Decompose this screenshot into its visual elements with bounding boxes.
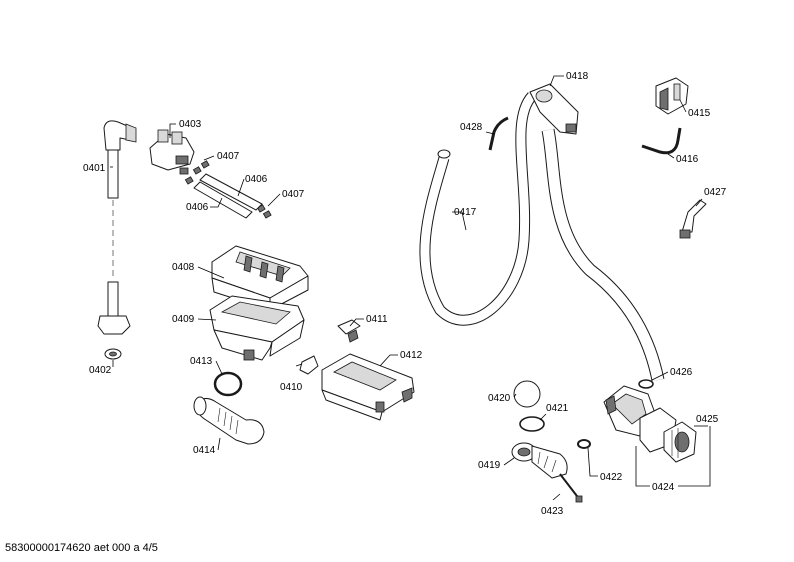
leader-0424a <box>635 446 650 487</box>
pump-filter-part <box>663 421 697 463</box>
ring-small-part <box>638 379 654 389</box>
part-label-0427: 0427 <box>704 187 727 198</box>
screw-part <box>559 473 583 503</box>
leader-0413 <box>215 360 223 375</box>
leader-0411 <box>349 318 364 327</box>
pressure-switch-part <box>655 77 689 115</box>
part-label-0411: 0411 <box>366 314 388 325</box>
part-label-0406a: 0406 <box>245 174 268 185</box>
bellows-hose-part <box>193 396 265 445</box>
leader-0417 <box>452 211 467 231</box>
gasket-ring-part <box>213 371 243 397</box>
small-hose-part <box>488 116 509 151</box>
hose-clamp-part <box>519 416 545 432</box>
document-id: 58300000174620 aet 000 a 4/5 <box>5 542 158 554</box>
part-label-0413: 0413 <box>190 356 213 367</box>
pressure-hose-part <box>641 127 682 155</box>
part-labels: 0401 0402 0403 0407 0406 0406 0407 0408 … <box>83 71 727 517</box>
part-label-0402: 0402 <box>89 365 112 376</box>
clamp-small-part <box>577 439 591 449</box>
part-label-0407a: 0407 <box>217 151 240 162</box>
lever-part <box>337 319 361 343</box>
siphon-insert-part <box>321 353 415 421</box>
part-label-0414: 0414 <box>193 445 216 456</box>
leader-0403 <box>169 123 176 138</box>
leader-0408 <box>197 266 225 279</box>
leader-0428 <box>485 131 495 135</box>
part-label-0420: 0420 <box>488 393 511 404</box>
leader-0415 <box>679 99 687 113</box>
part-label-0424: 0424 <box>652 482 675 493</box>
drain-hose-part <box>419 92 665 382</box>
clip-part <box>299 355 319 375</box>
part-label-0423: 0423 <box>541 506 564 517</box>
leader-0423 <box>552 493 561 501</box>
leader-0419 <box>503 457 515 466</box>
leader-0418 <box>549 75 564 87</box>
leader-0422 <box>587 447 598 477</box>
part-label-0409: 0409 <box>172 314 195 325</box>
leader-0407a <box>203 155 215 161</box>
leader-0421 <box>539 413 547 421</box>
part-label-0428: 0428 <box>460 122 483 133</box>
leader-0407b <box>267 193 281 207</box>
leader-0412 <box>379 354 398 367</box>
part-label-0410: 0410 <box>280 382 303 393</box>
hose-washer-part <box>104 348 122 360</box>
leader-lines <box>110 75 711 501</box>
leader-0406b <box>210 197 223 208</box>
part-label-0401: 0401 <box>83 163 106 174</box>
leader-0416 <box>667 153 675 159</box>
inlet-hose-part <box>97 120 137 335</box>
dispenser-housing-part <box>209 295 305 361</box>
part-label-0408: 0408 <box>172 262 195 273</box>
part-label-0416: 0416 <box>676 154 699 165</box>
leader-0427 <box>695 198 703 207</box>
short-hose-part <box>193 173 263 219</box>
part-label-0418: 0418 <box>566 71 589 82</box>
part-label-0415: 0415 <box>688 108 711 119</box>
inlet-valve-part <box>149 129 195 175</box>
pump-connector-part <box>511 442 568 479</box>
part-label-0421: 0421 <box>546 403 569 414</box>
leader-0414 <box>217 437 221 451</box>
leader-0410 <box>295 363 303 367</box>
leader-0424b <box>678 426 711 487</box>
cap-disc-part <box>513 380 541 408</box>
part-label-0417: 0417 <box>454 207 477 218</box>
tub-connector-part <box>529 83 579 135</box>
bracket-part <box>679 199 707 239</box>
leader-0409 <box>197 318 217 321</box>
part-label-0403: 0403 <box>179 119 202 130</box>
part-label-0407b: 0407 <box>282 189 305 200</box>
drain-pump-part <box>603 385 677 453</box>
part-label-0422: 0422 <box>600 472 623 483</box>
leader-0426 <box>651 371 669 381</box>
part-label-0425: 0425 <box>696 414 719 425</box>
leader-0420 <box>513 393 517 398</box>
part-label-0412: 0412 <box>400 350 423 361</box>
part-label-0406b: 0406 <box>186 202 209 213</box>
part-label-0419: 0419 <box>478 460 501 471</box>
leader-0406a <box>237 178 245 197</box>
part-label-0426: 0426 <box>670 367 693 378</box>
